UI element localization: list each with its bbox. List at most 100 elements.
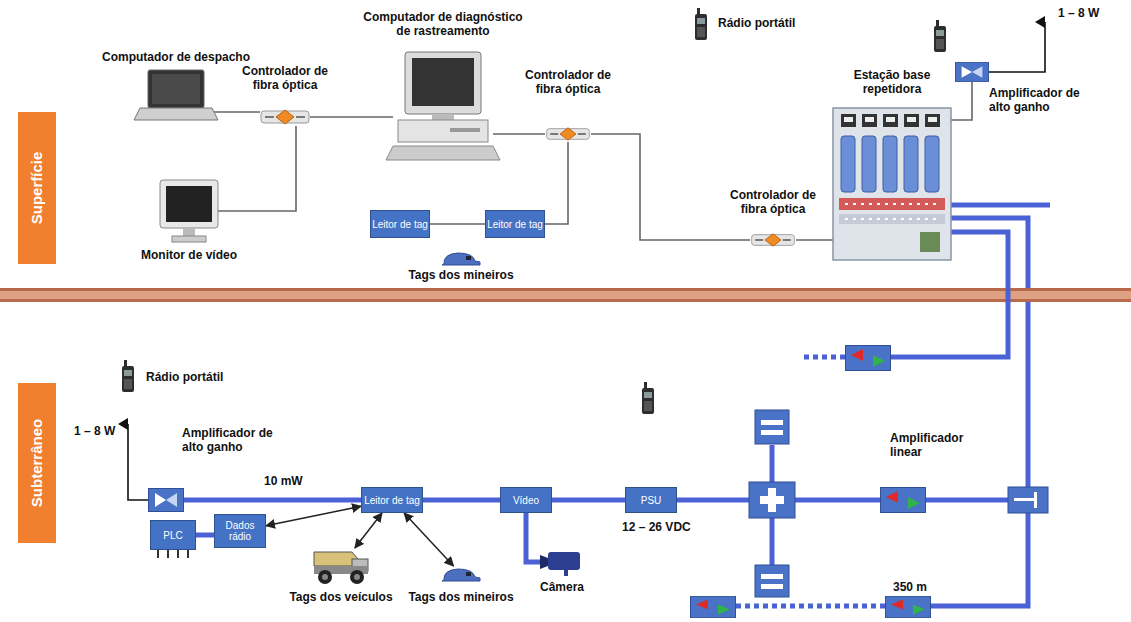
base-station-cabinet: [907, 117, 916, 122]
node-label: Controlador de fibra óptica: [235, 64, 335, 92]
computer-icon: [405, 52, 481, 114]
annotation-label: 1 – 8 W: [1058, 6, 1099, 20]
amplifier: Amplificador de alto ganho: [148, 488, 184, 512]
node-label: Tags dos mineiros: [401, 590, 521, 604]
amplifier-icon: [846, 346, 891, 371]
base-station-cabinet: [925, 136, 939, 192]
base-station-cabinet: [883, 136, 897, 192]
amplifier-icon: [955, 62, 988, 81]
section-band: Superfície: [18, 112, 56, 264]
fiber-controller-icon: [261, 110, 309, 124]
junction-icon: [1008, 487, 1048, 513]
base-station-cabinet: [925, 114, 940, 127]
connector-line: [218, 126, 296, 211]
computer-icon: [412, 58, 474, 106]
node-label: Amplificador linear: [890, 431, 980, 459]
node-label: Dados rádio: [215, 520, 265, 542]
connector-line: [951, 82, 972, 120]
connector-line: [196, 533, 214, 538]
connector-line: [423, 498, 500, 503]
connector-line: [430, 223, 485, 225]
node-label: Computador de despacho: [91, 50, 261, 64]
base-station-cabinet: [883, 114, 898, 127]
amplifier-icon: [886, 596, 931, 617]
connector-line: [526, 513, 540, 562]
node-label: Estação base repetidora: [828, 68, 956, 96]
truck-icon: [354, 574, 360, 580]
computer-icon: [450, 128, 480, 132]
truck-icon: [350, 570, 364, 584]
base-station-cabinet: [904, 136, 918, 192]
base-station: Estação base repetidora: [833, 108, 951, 260]
splitter-icon: [761, 420, 783, 425]
splitter-icon: [749, 410, 795, 597]
plc-pins: [158, 550, 188, 558]
node-label: PSU: [641, 495, 662, 506]
bus-lines: [800, 355, 845, 360]
fiber-controller: Controlador de fibra óptica: [750, 232, 796, 248]
monitor-icon: [172, 236, 206, 242]
computer-icon: [386, 52, 500, 160]
monitor-node: Monitor de vídeo: [160, 180, 218, 242]
portable-radio-icon: [695, 8, 707, 40]
node-label: Vídeo: [513, 495, 539, 506]
junction-icon: [1014, 498, 1034, 501]
laptop-icon: [134, 108, 218, 120]
annotation-label: 350 m: [893, 580, 927, 594]
amplifier-icon: [149, 489, 184, 512]
separator-band: [0, 288, 1131, 291]
computer-node: Computador de diagnóstico de rastreament…: [393, 52, 493, 160]
truck-icon: [322, 574, 328, 580]
base-station-cabinet: [839, 198, 945, 210]
separator-band: [0, 288, 1131, 302]
base-station-cabinet: [844, 117, 853, 122]
node-label: Amplificador de alto ganho: [989, 86, 1081, 114]
camera-icon: [540, 555, 548, 569]
bus-lines: [736, 604, 885, 609]
base-station-cabinet: [904, 114, 919, 127]
camera-node: Câmera: [540, 548, 584, 576]
computer-icon: [432, 114, 454, 120]
wireless-arrow: [266, 506, 361, 525]
camera-icon: [540, 552, 580, 576]
base-station-cabinet: [841, 136, 855, 192]
wireless-arrow: [355, 513, 382, 548]
connector-line: [184, 498, 361, 503]
splitter-icon: [755, 410, 789, 444]
node-label: Controlador de fibra óptica: [723, 188, 823, 216]
base-station-cabinet: [833, 108, 951, 260]
node-label: Câmera: [526, 580, 598, 594]
fiber-controller-icon: [752, 234, 795, 246]
truck-icon: [314, 552, 368, 584]
miner-tag: Tags dos mineiros: [440, 250, 482, 266]
monitor-icon: [166, 186, 212, 222]
antenna: [128, 22, 1045, 500]
splitter-icon: [749, 482, 795, 518]
miner-tag-icon: [442, 569, 480, 581]
node-label: Leitor de tag: [364, 495, 420, 506]
bus-lines: [736, 205, 1050, 606]
base-station-cabinet: [865, 117, 874, 122]
splitter-icon: [761, 574, 783, 579]
amplifier-icon: [691, 596, 736, 617]
amplifier: Amplificador linear: [880, 487, 926, 513]
computer-icon: [386, 146, 500, 160]
camera-icon: [548, 552, 580, 570]
portable-radio-icon: [122, 360, 134, 392]
plc-box: PLC: [150, 520, 196, 550]
fiber-controller: Controlador de fibra óptica: [260, 108, 310, 126]
base-station-cabinet: [886, 117, 895, 122]
node-label: Tags dos mineiros: [395, 268, 527, 282]
video-box: Vídeo: [500, 487, 552, 513]
base-station-cabinet: [839, 214, 945, 224]
antenna: [989, 22, 1045, 72]
connector-line: [212, 111, 260, 113]
tag-reader: Leitor de tag: [361, 487, 423, 513]
laptop-icon: [148, 70, 204, 108]
node-label: Amplificador de alto ganho: [182, 426, 274, 454]
node-label: PLC: [163, 530, 182, 541]
radio-data-box: Dados rádio: [214, 514, 266, 548]
base-station-cabinet: [862, 136, 876, 192]
portable-radio-icon: [934, 20, 946, 52]
connector-line: [591, 134, 750, 240]
